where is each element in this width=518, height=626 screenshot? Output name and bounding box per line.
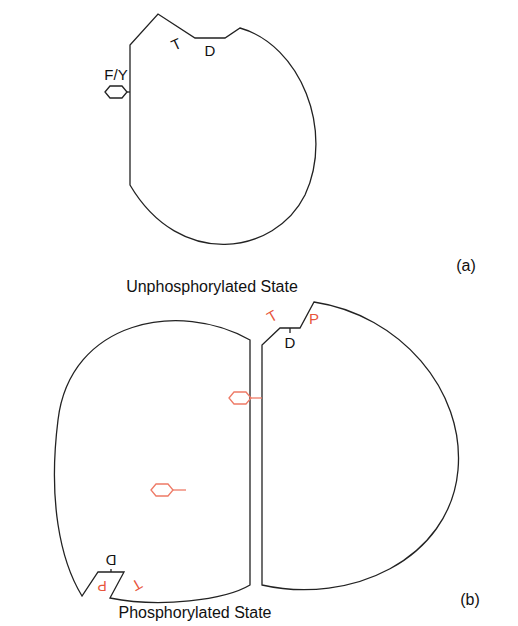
residue-bond xyxy=(110,569,111,572)
panel-label: (b) xyxy=(460,592,480,608)
state-caption: Phosphorylated State xyxy=(119,605,272,621)
protein-outline xyxy=(262,302,459,590)
residue-label: D xyxy=(285,335,296,350)
residue-label: D xyxy=(106,553,117,568)
state-caption: Unphosphorylated State xyxy=(126,279,298,295)
phenyl-ring xyxy=(151,484,173,496)
residue-label: T xyxy=(129,576,144,594)
residue-label: F/Y xyxy=(104,67,127,82)
protein-outline xyxy=(130,14,316,244)
side-chain-bond xyxy=(173,489,186,490)
side-chain-bond xyxy=(127,91,130,92)
residue-bond xyxy=(289,328,290,333)
phenyl-ring xyxy=(105,86,127,98)
phosphate-label: P xyxy=(309,311,319,326)
protein-outline xyxy=(54,321,250,603)
residue-label: T xyxy=(169,35,184,52)
phosphate-label: P xyxy=(97,579,106,593)
panel-label: (a) xyxy=(456,258,476,274)
residue-label: D xyxy=(205,43,216,58)
phenyl-ring xyxy=(229,392,251,404)
side-chain-bond xyxy=(251,397,262,398)
residue-label: T xyxy=(264,307,279,325)
